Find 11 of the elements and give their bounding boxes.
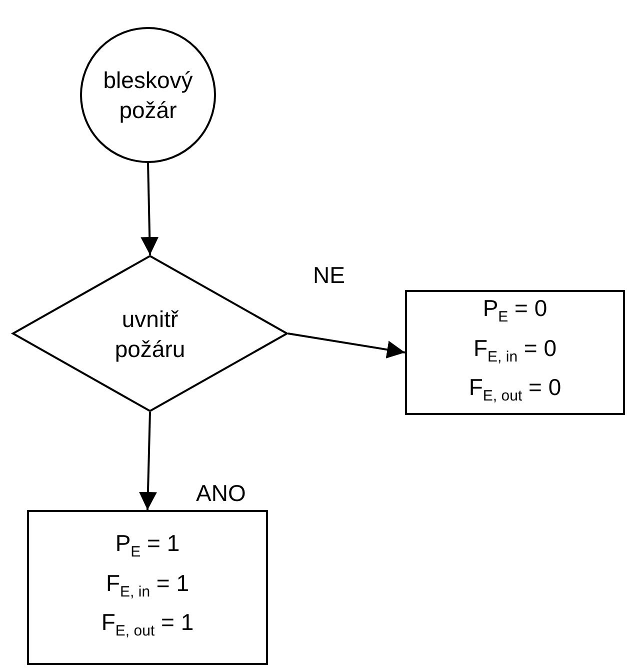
equation: F$_{E, out}$ = 0 [468, 373, 562, 407]
node-text: uvnitř požáru [114, 304, 186, 364]
arrow [138, 412, 157, 510]
equation: F$_{E, in}$ = 1 [106, 568, 190, 602]
equation: F$_{E, out}$ = 1 [101, 608, 194, 642]
node-text: bleskový požár [102, 66, 194, 125]
equation: P$_{E}$ = 0 [482, 294, 548, 328]
arrow [140, 162, 159, 256]
equation: P$_{E}$ = 1 [115, 529, 180, 563]
arrow [288, 332, 406, 358]
equation: F$_{E, in}$ = 0 [473, 334, 557, 368]
